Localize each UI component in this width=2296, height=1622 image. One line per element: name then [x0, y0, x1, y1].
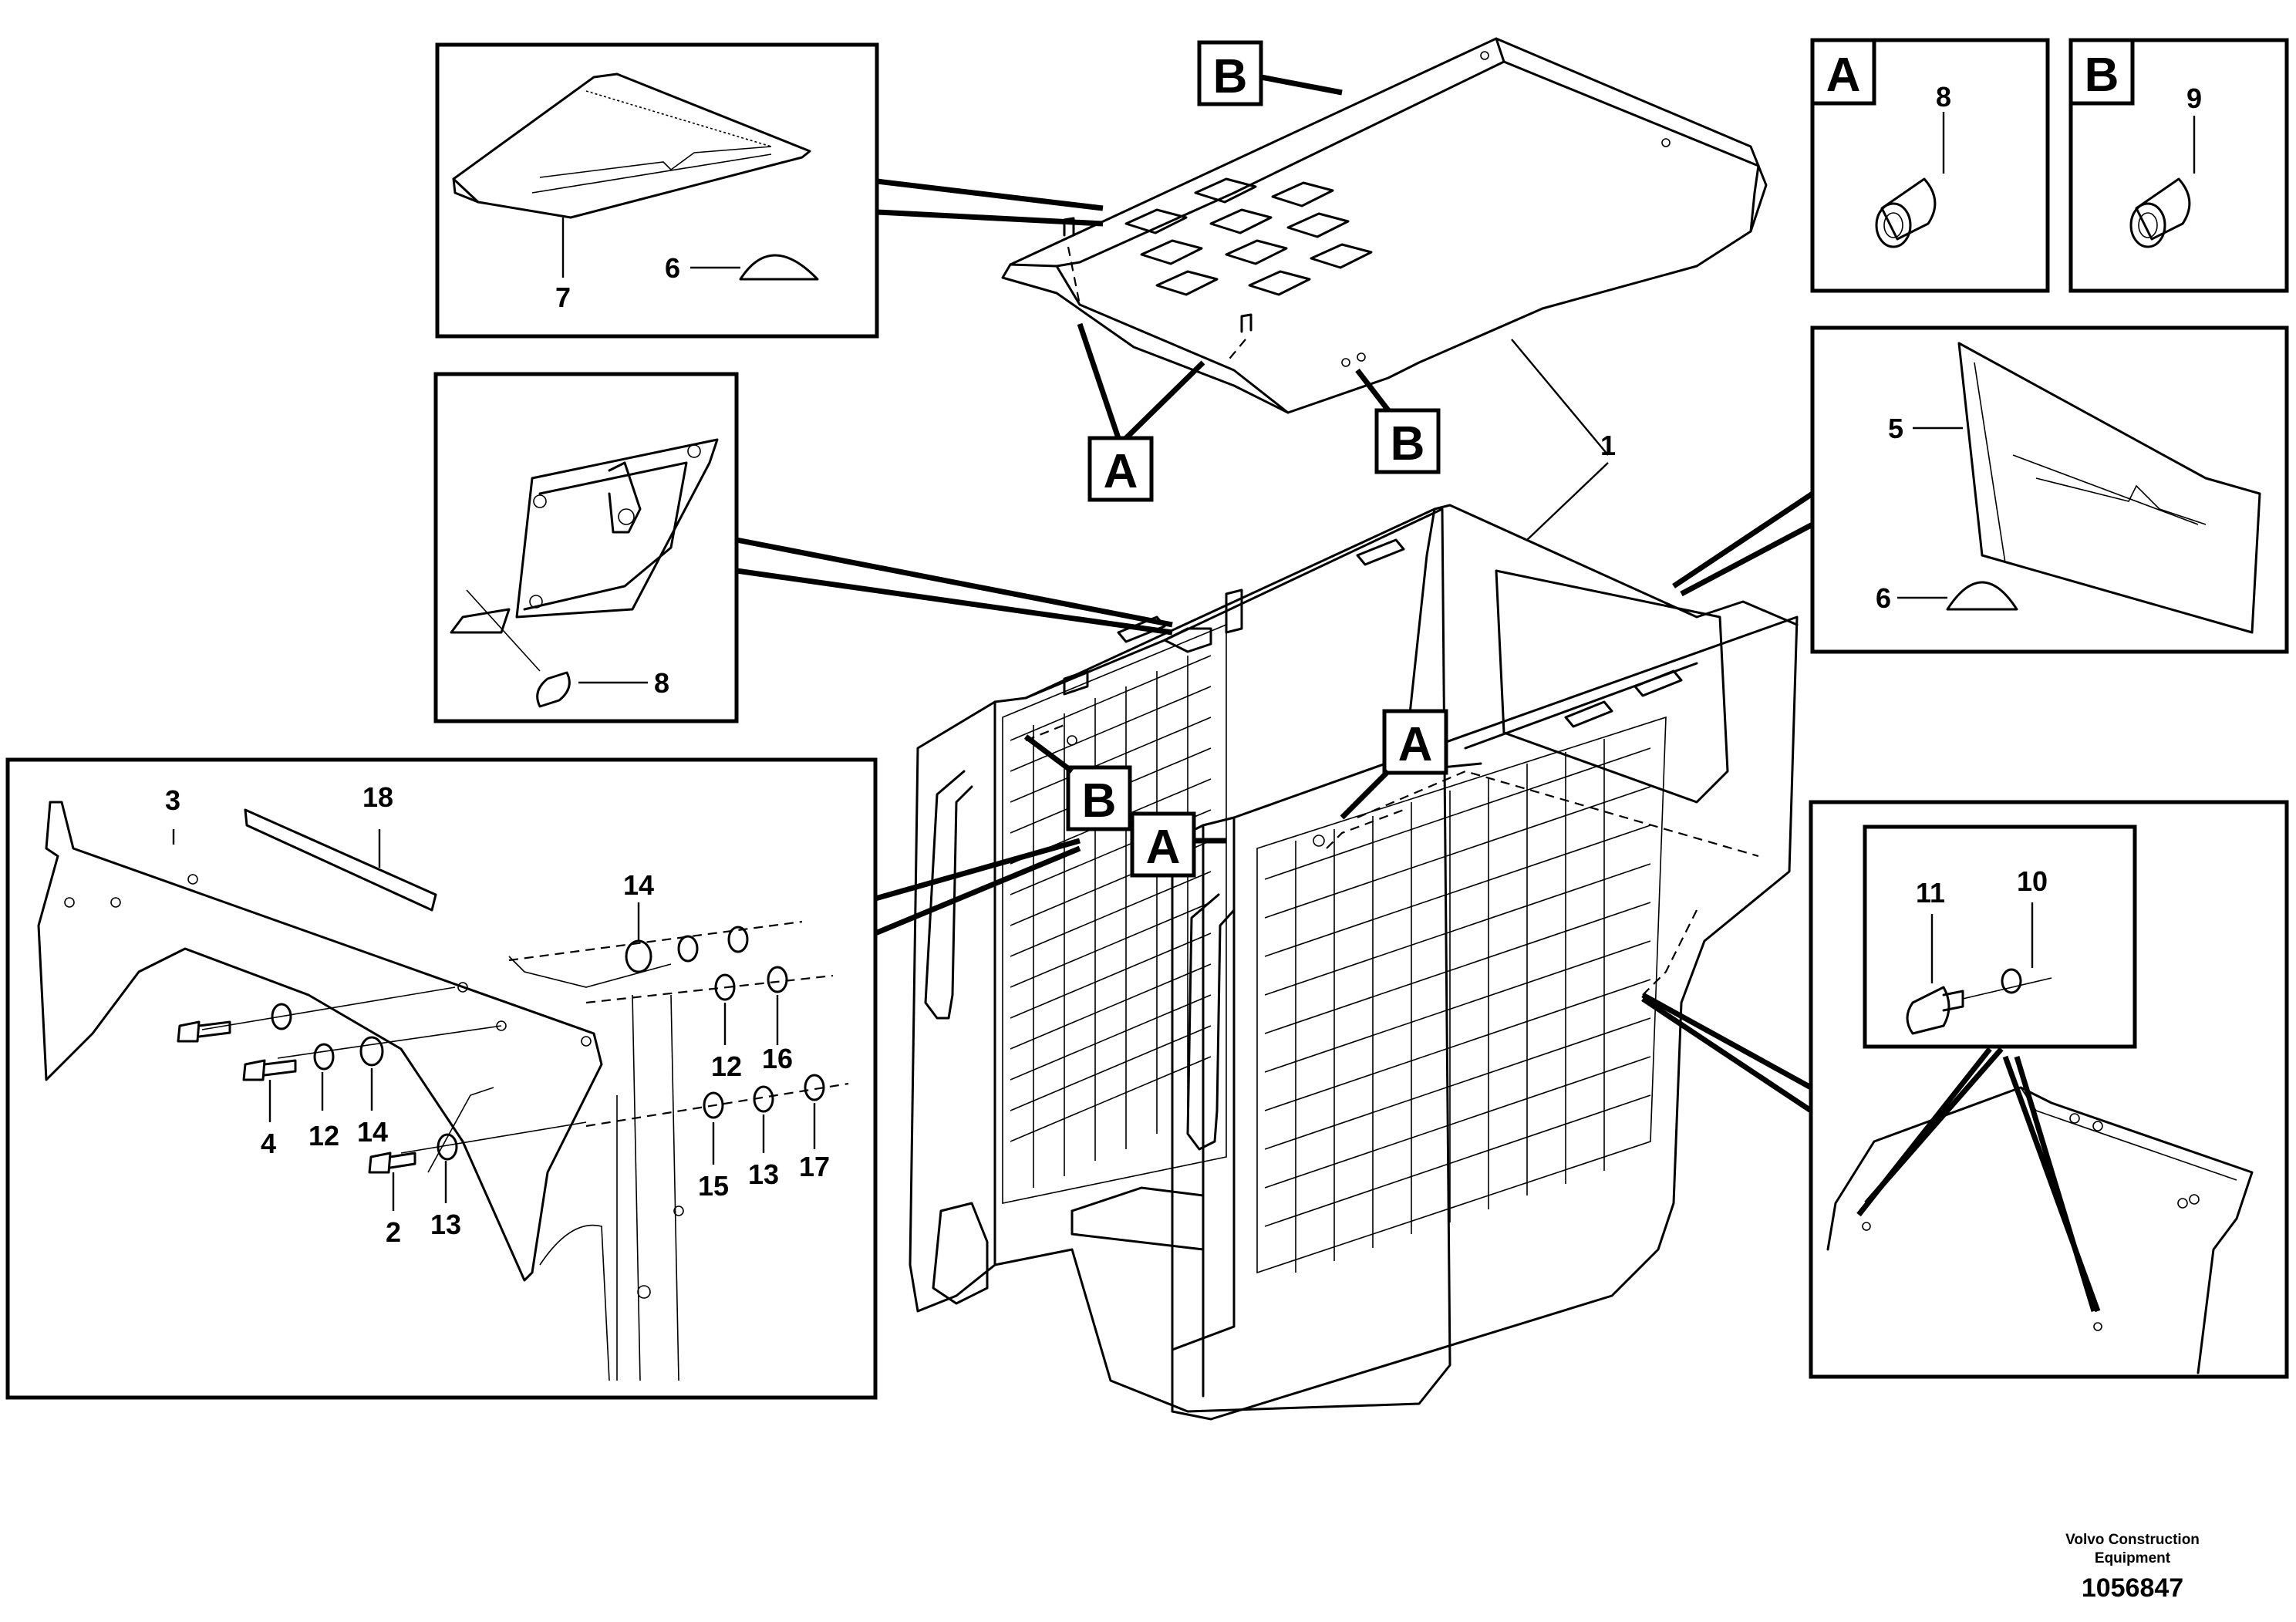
part-8-latch-label: 8: [654, 667, 669, 699]
part-17-label: 17: [799, 1151, 830, 1182]
part-15-label: 15: [698, 1170, 729, 1202]
part-16-label: 16: [762, 1043, 793, 1074]
part-14-upper-label: 14: [623, 869, 654, 901]
part-12-left-label: 12: [308, 1120, 339, 1152]
view-tag-top-a: A: [1077, 322, 1205, 502]
svg-text:B: B: [1213, 50, 1248, 103]
mesh-left: [1002, 623, 1227, 1204]
view-tag-frame-a-mid: A: [1130, 811, 1226, 878]
document-number: 1056847: [2082, 1573, 2183, 1603]
view-tag-frame-a-right: A: [1340, 709, 1448, 820]
detail-panel-b: B 9: [2068, 38, 2289, 293]
part-4-label: 4: [261, 1128, 276, 1159]
svg-text:A: A: [1398, 718, 1433, 771]
detail-panel-latch: 8: [433, 372, 1173, 723]
part-6-cover-label: 6: [1876, 582, 1891, 614]
part-8-detail-a-label: 8: [1936, 81, 1951, 113]
company-name-line1: Volvo Construction: [2065, 1532, 2200, 1548]
part-14-lower-label: 14: [357, 1116, 388, 1148]
cab-frame: [909, 504, 1799, 1421]
svg-text:B: B: [1082, 774, 1117, 828]
part-10-label: 10: [2017, 865, 2048, 897]
part-1-label: 1: [1600, 430, 1616, 461]
company-name-line2: Equipment: [2095, 1550, 2171, 1566]
view-tag-roof-b: B: [1355, 368, 1441, 474]
detail-b-tag: B: [2085, 49, 2119, 102]
part-13-left-label: 13: [430, 1209, 461, 1240]
detail-panel-cover-piece: 7 6: [435, 42, 1104, 339]
view-tag-top-b: B: [1197, 40, 1343, 106]
detail-a-tag: A: [1826, 49, 1861, 102]
part-7-label: 7: [555, 282, 571, 313]
part-5-label: 5: [1888, 413, 1903, 444]
part-3-label: 3: [165, 784, 180, 816]
part-2-label: 2: [386, 1216, 401, 1248]
part-18-label: 18: [362, 781, 393, 813]
footer: Volvo Construction Equipment 1056847: [2065, 1532, 2200, 1603]
detail-panel-bolt: 11 10: [1641, 800, 2289, 1379]
svg-text:A: A: [1104, 445, 1138, 498]
roof-panel: [1001, 37, 1768, 414]
mesh-right: [1256, 716, 1667, 1274]
svg-text:B: B: [1391, 417, 1425, 470]
part-13-right-label: 13: [748, 1158, 779, 1190]
part-9-label: 9: [2186, 83, 2202, 114]
part-12-right-label: 12: [711, 1050, 742, 1082]
detail-panel-a: A 8: [1810, 38, 2050, 293]
detail-panel-fasteners: 18 3: [5, 757, 1081, 1400]
part-6-label: 6: [665, 252, 680, 284]
part-11-label: 11: [1916, 877, 1945, 909]
svg-text:A: A: [1146, 821, 1181, 874]
part-1-callout: 1: [1511, 339, 1616, 541]
view-tag-frame-b-left: B: [1023, 734, 1132, 831]
detail-panel-side-cover: 5 6: [1672, 325, 2289, 654]
